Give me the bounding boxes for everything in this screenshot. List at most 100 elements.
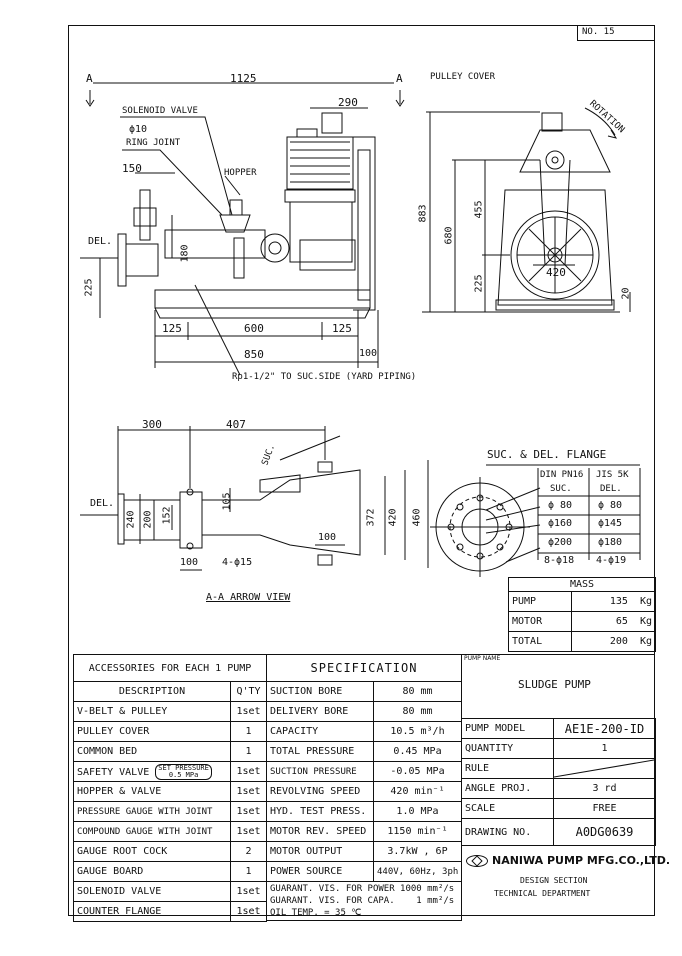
accessory-desc: COMPOUND GAUGE WITH JOINT (73, 821, 231, 842)
title-label-scale: SCALE (461, 798, 554, 819)
label-del-side: DEL. (88, 236, 113, 247)
dim-200: 200 (142, 510, 154, 529)
label-del-arrow-view: DEL. (90, 498, 115, 509)
dim-152: 152 (161, 506, 173, 525)
spec-label: MOTOR OUTPUT (266, 841, 374, 862)
department-line-2: TECHNICAL DEPARTMENT (494, 889, 591, 898)
accessory-desc: HOPPER & VALVE (73, 781, 231, 802)
mass-title: MASS (508, 577, 656, 592)
flange-row-1-din: ϕ 80 (548, 500, 573, 511)
dim-125-right: 125 (332, 322, 352, 335)
accessory-desc: GAUGE ROOT COCK (73, 841, 231, 862)
set-pressure-note: SET PRESSURE 0.5 MPa (155, 763, 212, 780)
title-value-angle-proj: 3 rd (553, 778, 656, 799)
dim-372: 372 (365, 508, 377, 527)
spec-label: MOTOR REV. SPEED (266, 821, 374, 842)
spec-value: 10.5 m³/h (372, 721, 463, 742)
accessory-qty: 1set (230, 761, 267, 782)
flange-title: SUC. & DEL. FLANGE (487, 448, 607, 461)
spec-value: 3.7kW , 6P (372, 841, 463, 862)
accessory-qty: 1 (230, 861, 267, 882)
flange-row-3-jis: ϕ180 (598, 537, 623, 548)
dim-883: 883 (417, 204, 429, 223)
dim-225-end: 225 (473, 274, 485, 293)
title-value-pump-model: AE1E-200-ID (553, 718, 656, 739)
company-line: NANIWA PUMP MFG.CO.,LTD. (466, 854, 670, 867)
spec-value: 420 min⁻¹ (372, 781, 463, 802)
spec-label: DELIVERY BORE (266, 701, 374, 722)
spec-label: POWER SOURCE (266, 861, 374, 882)
dim-100-right: 100 (318, 532, 337, 543)
label-ring-joint: RING JOINT (126, 138, 181, 148)
mass-label-total: TOTAL (508, 631, 572, 652)
dim-225-side: 225 (83, 278, 95, 297)
rule-slash (554, 759, 654, 778)
accessory-desc: GAUGE BOARD (73, 861, 231, 882)
dim-240: 240 (125, 510, 137, 529)
accessory-desc: PULLEY COVER (73, 721, 231, 742)
label-rp-yard-piping: Rp1-1/2" TO SUC.SIDE (YARD PIPING) (232, 372, 417, 382)
set-pressure-bottom: 0.5 MPa (168, 770, 199, 779)
accessory-qty: 1set (230, 781, 267, 802)
spec-label: TOTAL PRESSURE (266, 741, 374, 762)
flange-row-3-din: ϕ200 (548, 537, 573, 548)
spec-label: HYD. TEST PRESS. (266, 801, 374, 822)
mass-value-pump-cell: 135 Kg (571, 591, 656, 612)
flange-header-jis: JIS 5K (596, 470, 629, 480)
title-value-drawing-no: A0DG0639 (553, 818, 656, 846)
spec-label: REVOLVING SPEED (266, 781, 374, 802)
mass-value-pump: 135 (609, 596, 628, 607)
accessory-desc: COMMON BED (73, 741, 231, 762)
set-pressure-top: SET PRESSURE (158, 763, 209, 772)
section-mark-right: A (396, 72, 403, 85)
mass-unit-motor: Kg (639, 616, 652, 627)
mass-value-total: 200 (609, 636, 628, 647)
flange-row-4-jis: 4-ϕ19 (596, 555, 627, 566)
sheet-number: NO. 15 (582, 27, 615, 37)
mass-value-total-cell: 200 Kg (571, 631, 656, 652)
mass-value-motor: 65 (615, 616, 628, 627)
accessory-desc: V-BELT & PULLEY (73, 701, 231, 722)
accessory-qty: 1set (230, 821, 267, 842)
accessory-qty: 1 (230, 741, 267, 762)
mass-unit-total: Kg (639, 636, 652, 647)
title-value-quantity: 1 (553, 738, 656, 759)
title-value-rule (553, 758, 656, 779)
dim-680: 680 (443, 226, 455, 245)
company-logo (466, 854, 488, 867)
accessory-qty: 1set (230, 901, 267, 922)
spec-label: SUCTION PRESSURE (266, 761, 374, 782)
mass-label-pump: PUMP (508, 591, 572, 612)
spec-label: SUCTION BORE (266, 681, 374, 702)
flange-header-din: DIN PN16 (540, 470, 584, 480)
flange-row-4-din: 8-ϕ18 (544, 555, 575, 566)
accessory-desc: COUNTER FLANGE (73, 901, 231, 922)
label-bolt-holes: 4-ϕ15 (222, 557, 253, 568)
title-label-quantity: QUANTITY (461, 738, 554, 759)
accessory-qty: 1set (230, 701, 267, 722)
dim-460: 460 (411, 508, 423, 527)
spec-value: 440V, 60Hz, 3ph (372, 861, 463, 882)
dim-125-left: 125 (162, 322, 182, 335)
flange-row-1-jis: ϕ 80 (598, 500, 623, 511)
spec-value: 1150 min⁻¹ (372, 821, 463, 842)
specification-title: SPECIFICATION (265, 654, 463, 682)
mass-unit-pump: Kg (639, 596, 652, 607)
mass-value-motor-cell: 65 Kg (571, 611, 656, 632)
accessories-col-desc: DESCRIPTION (73, 681, 231, 702)
dim-overall-length: 1125 (230, 72, 257, 85)
label-phi10: ϕ10 (129, 124, 148, 135)
spec-label: CAPACITY (266, 721, 374, 742)
title-label-drawing-no: DRAWING NO. (461, 818, 554, 846)
arrow-view-title: A-A ARROW VIEW (206, 592, 291, 603)
dim-180: 180 (179, 244, 191, 263)
title-label-angle-proj: ANGLE PROJ. (461, 778, 554, 799)
spec-value: -0.05 MPa (372, 761, 463, 782)
department-line-1: DESIGN SECTION (520, 876, 588, 885)
mass-table: MASS PUMP 135 Kg MOTOR 65 Kg TOTAL 200 K… (508, 577, 656, 652)
title-value-scale: FREE (553, 798, 656, 819)
dim-420-arrow-view: 420 (387, 508, 399, 527)
spec-note: GUARANT. VIS. FOR CAPA. 1 mm²/s (270, 896, 455, 906)
